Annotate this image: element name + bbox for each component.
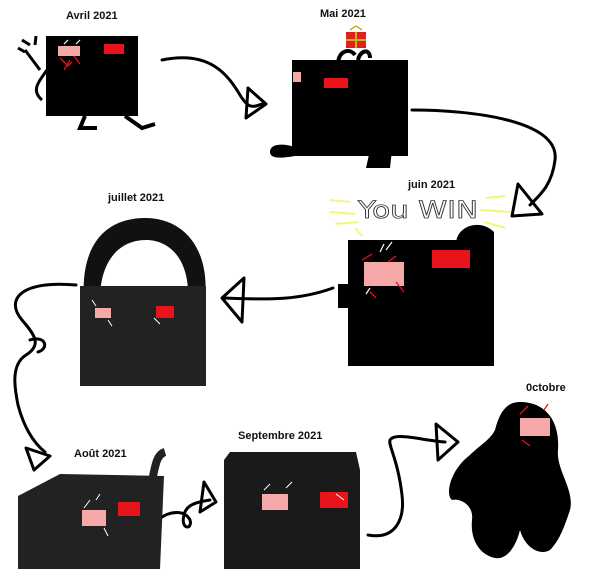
figure-may (270, 25, 408, 168)
arrow-june-july (223, 286, 335, 301)
april-cracks (59, 55, 81, 71)
june-body (348, 240, 494, 366)
july-right-eye (156, 306, 174, 318)
label-april: Avril 2021 (66, 10, 118, 22)
september-right-eye (320, 492, 348, 508)
arrowhead-may-june (510, 182, 544, 218)
label-september: Septembre 2021 (238, 430, 323, 442)
august-right-eye (118, 502, 140, 516)
arrow-loop-july-august (28, 337, 47, 354)
figure-august (18, 448, 167, 569)
label-october: 0ctobre (526, 382, 566, 394)
may-left-eye (293, 72, 301, 82)
october-cracks (519, 403, 549, 447)
arrowhead-june-july (220, 276, 246, 324)
arrow-september-october (366, 435, 447, 538)
label-june: juin 2021 (408, 179, 456, 191)
flow-arrows (13, 56, 557, 538)
june-right-eye (432, 250, 470, 268)
arrow-may-june (410, 108, 557, 207)
figure-september (224, 452, 360, 569)
figure-october (449, 402, 571, 559)
july-left-eye (95, 308, 111, 318)
label-may: Mai 2021 (320, 8, 366, 20)
figure-july (80, 218, 206, 386)
arrowhead-july-august (24, 446, 52, 472)
win-glow (329, 195, 511, 241)
label-july: juillet 2021 (108, 192, 165, 204)
arrowhead-april-may (244, 86, 268, 120)
august-left-eye (82, 510, 106, 526)
june-left-eye (364, 262, 404, 286)
arrow-august-september (156, 498, 212, 529)
july-body (80, 286, 206, 386)
october-body (449, 402, 571, 559)
june-cracks (361, 253, 405, 299)
arrowhead-august-september (198, 480, 218, 514)
july-hood (83, 218, 206, 300)
october-eye (520, 418, 550, 436)
label-august: Août 2021 (74, 448, 127, 460)
may-body (292, 60, 408, 156)
september-left-eye (262, 494, 288, 510)
april-right-eye (104, 44, 124, 54)
figure-june: You WIN (329, 195, 511, 366)
win-banner: You WIN (357, 196, 478, 224)
arrowhead-september-october (434, 422, 460, 462)
arrow-april-may (160, 56, 264, 108)
may-right-eye (324, 78, 348, 88)
figure-april (17, 35, 156, 131)
arrow-july-august (13, 282, 78, 454)
april-left-eye (58, 46, 80, 56)
